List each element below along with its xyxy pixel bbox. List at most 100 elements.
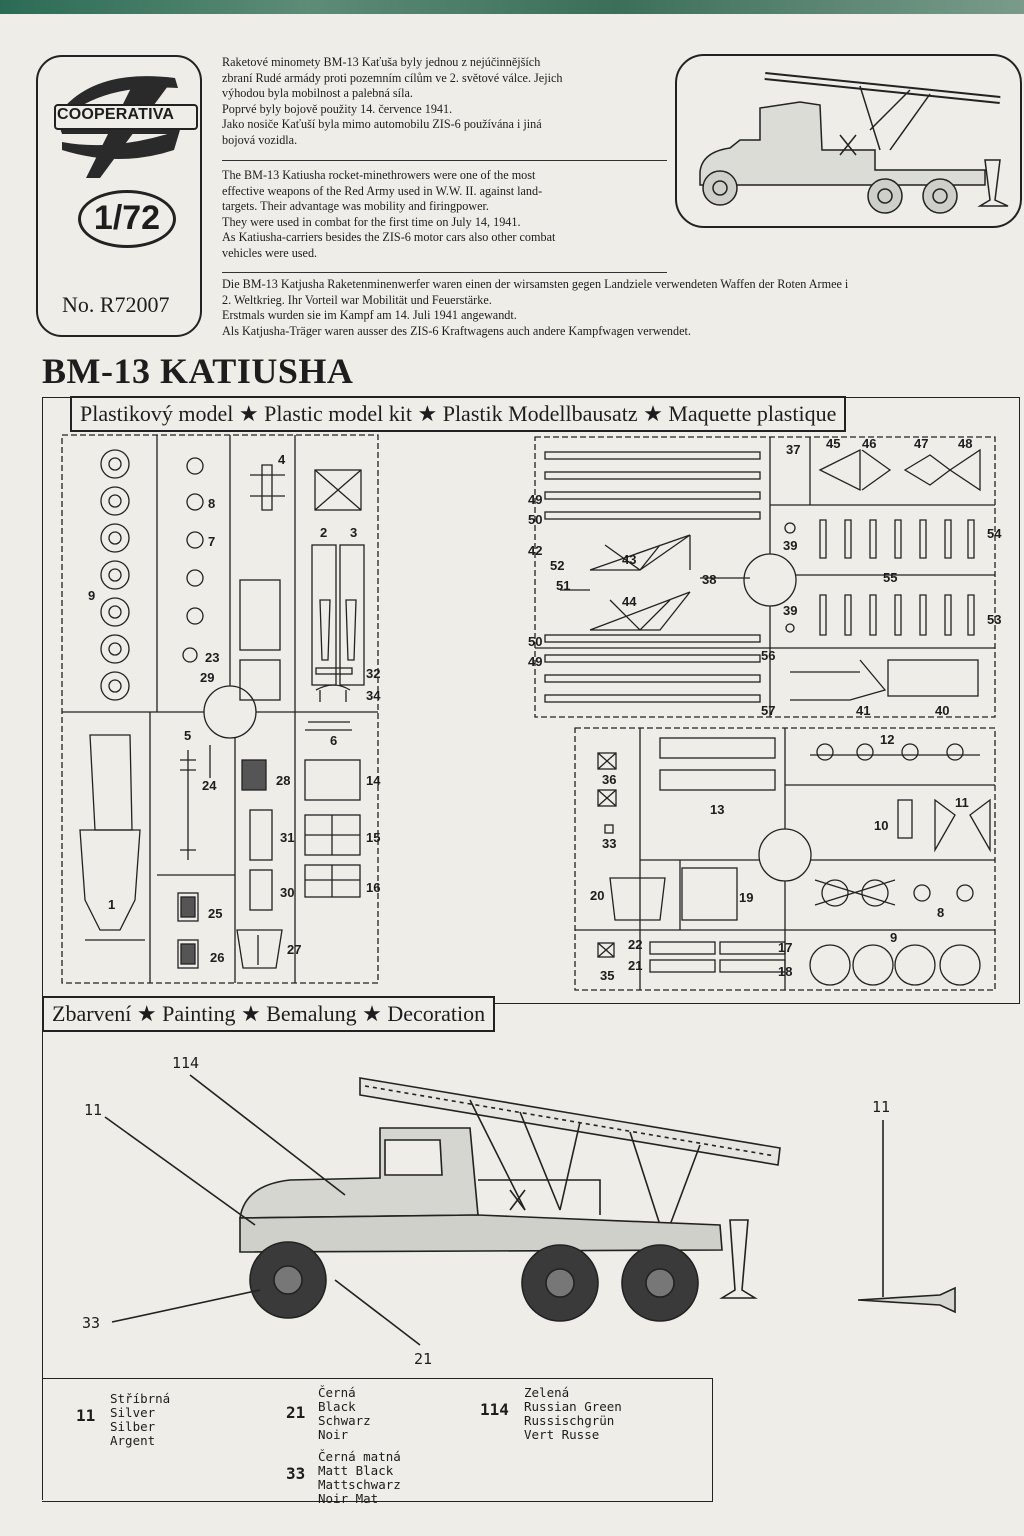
intro-line: vehicles were used. (222, 245, 318, 260)
part-number: 5 (184, 728, 192, 743)
part-number: 30 (280, 885, 295, 900)
intro-line: Erstmals wurden sie im Kampf am 14. Juli… (222, 308, 517, 322)
part-number: 9 (88, 588, 96, 603)
part-number: 49 (528, 492, 543, 507)
part-number: 52 (550, 558, 565, 573)
paint-names: Zelená Russian Green Russischgrün Vert R… (524, 1386, 622, 1442)
part-number: 50 (528, 634, 543, 649)
part-number: 37 (786, 442, 801, 457)
part-number: 27 (287, 942, 302, 957)
part-number: 10 (874, 818, 889, 833)
intro-line: effective weapons of the Red Army used i… (222, 183, 543, 198)
part-number: 26 (210, 950, 225, 965)
part-number: 24 (202, 778, 217, 793)
intro-line: bojová vozidla. (222, 132, 298, 147)
callout-114: 114 (172, 1054, 200, 1072)
paint-code: 114 (480, 1400, 509, 1419)
part-number: 12 (880, 732, 895, 747)
part-number: 29 (200, 670, 215, 685)
scale-badge: 1/72 (78, 190, 176, 248)
paint-name: Matt Black (318, 1463, 394, 1478)
callout-11: 11 (84, 1101, 103, 1119)
intro-line: zbraní Rudé armády proti pozemním cílům … (222, 70, 563, 85)
paint-name: Černá matná (318, 1449, 401, 1464)
part-number: 46 (862, 436, 877, 451)
part-number: 8 (208, 496, 216, 511)
intro-german: Die BM-13 Katjusha Raketenminenwerfer wa… (222, 277, 1022, 339)
part-number: 53 (987, 612, 1002, 627)
part-number: 15 (366, 830, 381, 845)
part-number: 51 (556, 578, 571, 593)
brand-name: COOPERATIVA (57, 106, 175, 123)
part-number: 36 (602, 772, 617, 787)
part-number: 21 (628, 958, 643, 973)
part-number: 19 (739, 890, 754, 905)
part-number: 48 (958, 436, 973, 451)
intro-line: Raketové minomety BM-13 Kaťuša byly jedn… (222, 55, 541, 69)
logo-box (36, 55, 202, 337)
page-title: BM-13 KATIUSHA (42, 351, 354, 391)
intro-line: targets. Their advantage was mobility an… (222, 199, 489, 213)
paint-name: Black (318, 1399, 356, 1414)
part-number: 13 (710, 802, 725, 817)
part-number: 39 (783, 603, 798, 618)
part-number: 39 (783, 538, 798, 553)
intro-line: Poprvé byly bojově použity 14. července … (222, 101, 453, 116)
logo-banner (54, 104, 198, 130)
part-number: 14 (366, 773, 381, 788)
part-number: 18 (778, 964, 793, 979)
paint-name: Vert Russe (524, 1427, 600, 1442)
paint-name: Stříbrná (110, 1391, 171, 1406)
part-number: 16 (366, 880, 381, 895)
paint-code: 11 (76, 1406, 96, 1425)
paint-name: Noir (318, 1427, 349, 1442)
part-number: 8 (937, 905, 945, 920)
part-number: 56 (761, 648, 776, 663)
part-number: 33 (602, 836, 617, 851)
callout-21: 21 (414, 1350, 433, 1368)
part-number: 49 (528, 654, 543, 669)
paint-name: Mattschwarz (318, 1477, 401, 1492)
part-number: 32 (366, 666, 381, 681)
part-number: 47 (914, 436, 929, 451)
intro-line: Die BM-13 Katjusha Raketenminenwerfer wa… (222, 277, 849, 291)
part-number: 34 (366, 688, 381, 703)
part-number: 1 (108, 897, 116, 912)
part-number: 20 (590, 888, 605, 903)
part-number: 57 (761, 703, 776, 718)
part-number: 55 (883, 570, 898, 585)
part-number: 4 (278, 452, 286, 467)
part-number: 28 (276, 773, 291, 788)
part-number: 22 (628, 937, 643, 952)
part-number: 42 (528, 543, 543, 558)
part-number: 3 (350, 525, 358, 540)
paint-names: Černá Black Schwarz Noir (318, 1386, 371, 1442)
part-number: 17 (778, 940, 793, 955)
callout-11: 11 (872, 1098, 891, 1116)
part-number: 41 (856, 703, 871, 718)
intro-line: výhodou byla mobilnost a palebná síla. (222, 86, 413, 100)
part-number: 38 (702, 572, 717, 587)
paint-name: Noir Mat (318, 1491, 379, 1506)
paint-legend (42, 1378, 713, 1502)
part-number: 54 (987, 526, 1002, 541)
part-number: 6 (330, 733, 338, 748)
part-number: 44 (622, 594, 637, 609)
paint-name: Argent (110, 1433, 156, 1448)
paint-name: Silber (110, 1419, 156, 1434)
paint-name: Zelená (524, 1385, 570, 1400)
paint-name: Schwarz (318, 1413, 371, 1428)
part-number: 7 (208, 534, 216, 549)
intro-line: 2. Weltkrieg. Ihr Vorteil war Mobilität … (222, 292, 492, 307)
part-number: 9 (890, 930, 898, 945)
paint-name: Russian Green (524, 1399, 622, 1414)
divider (222, 272, 667, 273)
painting-frame (42, 1030, 1019, 1500)
part-number: 23 (205, 650, 220, 665)
divider (222, 160, 667, 161)
intro-line: Als Katjusha-Träger waren ausser des ZIS… (222, 323, 691, 338)
intro-line: The BM-13 Katiusha rocket-minethrowers w… (222, 168, 536, 182)
paint-code: 21 (286, 1403, 306, 1422)
parts-frame (42, 397, 1020, 1004)
paint-name: Silver (110, 1405, 156, 1420)
